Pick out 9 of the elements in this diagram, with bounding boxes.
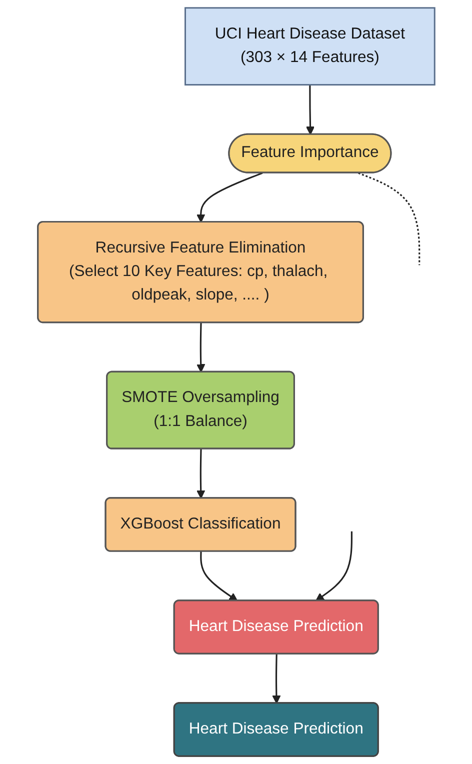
arrow — [315, 531, 352, 602]
arrow — [272, 654, 281, 704]
arrow — [196, 322, 205, 373]
arrow — [196, 449, 205, 499]
connector — [358, 172, 420, 266]
arrow — [306, 84, 314, 135]
arrow — [196, 172, 263, 223]
arrow — [200, 552, 238, 602]
node-box: UCI Heart Disease Dataset (303 × 14 Features) — [184, 7, 436, 86]
